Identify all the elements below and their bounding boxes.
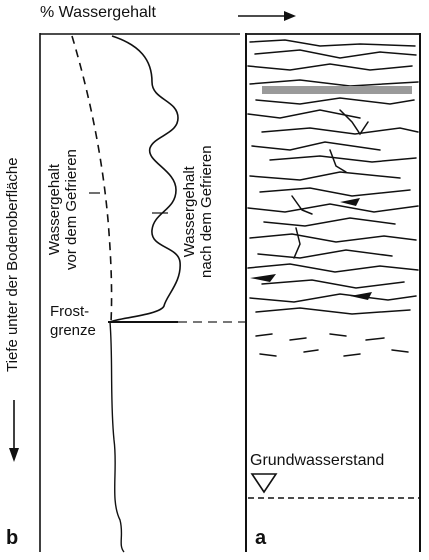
groundwater-label: Grundwasserstand	[250, 452, 385, 469]
panel-letter-b: b	[6, 527, 19, 549]
curve-after-freezing	[109, 35, 181, 323]
groundwater-marker	[250, 473, 278, 494]
label-before-line1: Wassergehalt	[46, 163, 63, 256]
label-water-before-freezing: Wassergehalt vor dem Gefrieren	[46, 149, 80, 270]
frost-line2: grenze	[50, 322, 96, 339]
label-after-line1: Wassergehalt	[181, 166, 198, 258]
ice-band	[262, 86, 412, 94]
water-content-axis-label: % Wassergehalt	[40, 4, 156, 21]
curve-before-freezing	[71, 35, 113, 323]
label-water-after-freezing: Wassergehalt nach dem Gefrieren	[181, 145, 215, 278]
label-after-line2: nach dem Gefrieren	[198, 145, 215, 278]
curve-below-frost	[109, 321, 125, 553]
label-before-line2: vor dem Gefrieren	[63, 149, 80, 270]
panel-letter-a: a	[255, 527, 267, 549]
depth-axis-label: Tiefe unter der Bodenoberfläche	[4, 157, 21, 372]
frost-line1: Frost-	[50, 303, 90, 320]
depth-arrow	[9, 400, 19, 462]
water-content-arrow	[238, 11, 296, 21]
sub-frost-marks	[255, 333, 409, 357]
dark-lenses	[250, 198, 372, 300]
ice-lenses	[247, 39, 419, 315]
soil-column	[245, 33, 421, 552]
frost-boundary-label: Frost- grenze	[50, 302, 96, 340]
